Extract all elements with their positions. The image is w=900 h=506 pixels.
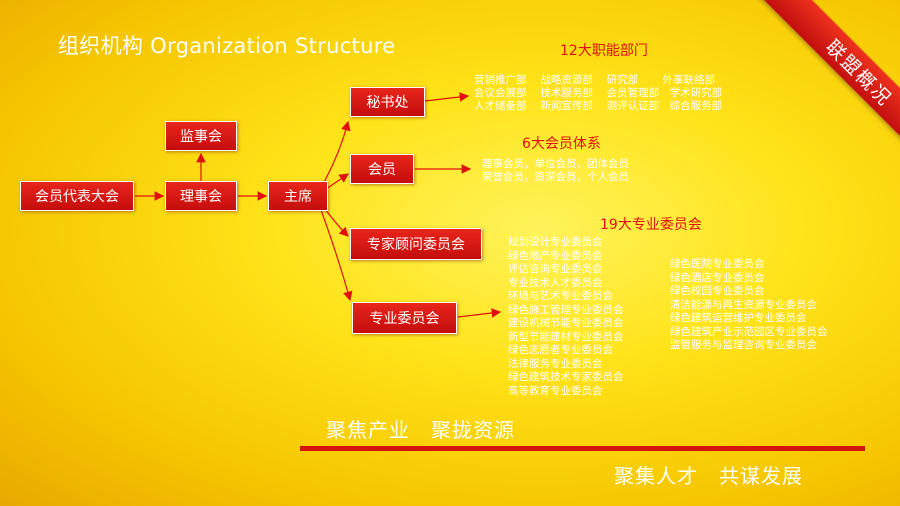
list-item: 绿色医院专业委员会: [670, 258, 765, 270]
list-item: 监管服务与监理咨询专业委员会: [670, 339, 817, 351]
list-item: 专业技术人才委员会: [508, 276, 603, 289]
slogan-second: 聚集人才 共谋发展: [614, 464, 803, 488]
list-item: 绿色地产专业委员会: [508, 249, 603, 262]
arrow-committees-list: [457, 308, 502, 318]
member-types-list: 理事会员，单位会员，团体会员 荣誉会员，资深会员，个人会员: [482, 158, 629, 184]
heading-committee-count: 19大专业委员会: [600, 217, 702, 233]
list-item: 绿色酒店专业委员会: [670, 271, 765, 284]
node-congress: 会员代表大会: [20, 181, 134, 211]
arrow-chairman-committees: [315, 195, 353, 302]
list-item: 绿色志愿者专业委员会: [508, 344, 613, 356]
committees-left-list: 规划设计专业委员会 绿色地产专业委员会 评估咨询专业委员会 专业技术人才委员会 …: [508, 236, 624, 398]
member-types-row: 理事会员，单位会员，团体会员: [482, 158, 629, 170]
departments-row: 会议会展部 技术服务部 会员管理部 学术研究部: [474, 87, 723, 99]
page-title: 组织机构 Organization Structure: [58, 34, 396, 58]
heading-departments: 12大职能部门: [560, 43, 648, 59]
heading-member-system: 6大会员体系: [522, 136, 601, 152]
member-types-row: 荣誉会员，资深会员，个人会员: [482, 171, 629, 183]
slogan-divider: [300, 446, 865, 451]
committees-right-list: 绿色医院专业委员会 绿色酒店专业委员会 绿色校园专业委员会 清洁能源与再生资源专…: [670, 258, 828, 353]
node-committees: 专业委员会: [352, 302, 457, 334]
list-item: 绿色校园专业委员会: [670, 285, 765, 297]
departments-row: 人才储备部 新闻宣传部 测评认证部 综合服务部: [474, 100, 723, 112]
slogan-first: 聚焦产业 聚拢资源: [326, 418, 515, 442]
list-item: 规划设计专业委员会: [508, 236, 603, 248]
node-members: 会员: [350, 154, 414, 184]
arrow-secretariat-departments: [424, 92, 470, 102]
list-item: 新型节能建材专业委员会: [508, 330, 624, 343]
departments-row: 营销推广部 战略资源部 研究部 外事联络部: [474, 74, 716, 86]
list-item: 评估咨询专业委员会: [508, 263, 603, 275]
list-item: 环境与艺术专业委员会: [508, 290, 613, 302]
node-secretariat: 秘书处: [350, 87, 425, 117]
node-supervisors: 监事会: [165, 121, 237, 151]
list-item: 清洁能源与再生资源专业委员会: [670, 298, 817, 311]
list-item: 绿色施工管理专业委员会: [508, 303, 624, 316]
list-item: 绿色建筑技术专家委员会: [508, 371, 624, 383]
node-council: 理事会: [165, 181, 237, 211]
list-item: 高等教育专业委员会: [508, 384, 603, 397]
departments-list: 营销推广部 战略资源部 研究部 外事联络部 会议会展部 技术服务部 会员管理部 …: [474, 74, 722, 113]
list-item: 绿色建筑运营维护专业委员会: [670, 312, 807, 324]
node-chairman: 主席: [268, 181, 328, 211]
node-advisory: 专家顾问委员会: [350, 228, 482, 260]
list-item: 法律服务专业委员会: [508, 357, 603, 370]
list-item: 建设机械节能专业委员会: [508, 317, 624, 329]
list-item: 绿色建筑产业示范园区专业委员会: [670, 325, 828, 338]
